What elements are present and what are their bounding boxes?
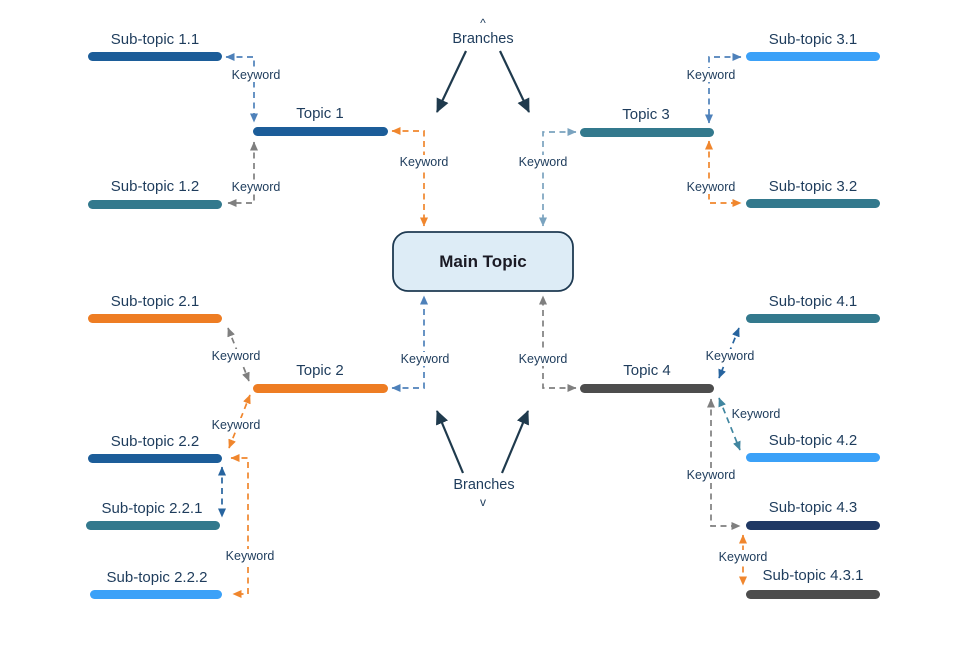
- branches-bottom-arrow-right: [500, 410, 530, 474]
- keyword-label: Keyword: [706, 349, 755, 363]
- subtopic-2-1-bar: [88, 314, 222, 323]
- subtopic-3-2-bar: [746, 199, 880, 208]
- branches-bottom-caret-icon: v: [480, 495, 486, 509]
- branches-top-arrow-right: [499, 50, 530, 113]
- keyword-bg: [684, 468, 738, 482]
- keyword-bg: [684, 180, 738, 194]
- subtopic-2-2-label: Sub-topic 2.2: [111, 433, 199, 450]
- keyword-label: Keyword: [212, 418, 261, 432]
- topic-1-label: Topic 1: [296, 105, 344, 122]
- diagram-labels: Topic 1 Topic 2 Topic 3 Topic 4 Sub-topi…: [102, 16, 864, 586]
- subtopic-4-1-bar: [746, 314, 880, 323]
- connector-topic1-subtopic12: [227, 141, 258, 207]
- topic-3-label: Topic 3: [622, 106, 670, 123]
- branches-top-arrow-left: [436, 50, 467, 113]
- connector-topic1-subtopic11: [225, 53, 258, 123]
- keyword-bg: [209, 418, 263, 432]
- connector-topic4-maintopic: [539, 295, 577, 392]
- keyword-label: Keyword: [232, 68, 281, 82]
- connector-topic2-subtopic21: [227, 327, 250, 382]
- keyword-bg: [223, 549, 277, 563]
- main-topic-node: [392, 231, 574, 292]
- keyword-label: Keyword: [401, 352, 450, 366]
- keyword-label: Keyword: [400, 155, 449, 169]
- keyword-label: Keyword: [732, 407, 781, 421]
- subtopic-4-3-1-bar: [746, 590, 880, 599]
- keyword-bg: [229, 180, 283, 194]
- connector-topic2-subtopic22: [228, 394, 251, 449]
- subtopic-2-2-2-bar: [90, 590, 222, 599]
- keyword-bg: [703, 349, 757, 363]
- subtopic-4-3-label: Sub-topic 4.3: [769, 499, 857, 516]
- keyword-label: Keyword: [519, 155, 568, 169]
- connector-topic3-subtopic31: [705, 53, 742, 124]
- subtopic-4-1-label: Sub-topic 4.1: [769, 293, 857, 310]
- subtopic-2-2-2-label: Sub-topic 2.2.2: [107, 569, 208, 586]
- subtopic-3-1-label: Sub-topic 3.1: [769, 31, 857, 48]
- keyword-bg: [229, 68, 283, 82]
- keyword-bg: [716, 550, 770, 564]
- subtopic-3-1-bar: [746, 52, 880, 61]
- subtopic-2-2-1-bar: [86, 521, 220, 530]
- keyword-bg: [684, 68, 738, 82]
- keyword-bg: [729, 407, 783, 421]
- branches-top-caret-icon: ^: [480, 16, 486, 30]
- topic-3-bar: [580, 128, 714, 137]
- subtopic-4-2-label: Sub-topic 4.2: [769, 432, 857, 449]
- keyword-label: Keyword: [232, 180, 281, 194]
- keyword-label: Keyword: [687, 180, 736, 194]
- keyword-bg: [516, 352, 570, 366]
- topic-2-label: Topic 2: [296, 362, 344, 379]
- keyword-label: Keyword: [226, 549, 275, 563]
- keyword-bg: [398, 352, 452, 366]
- connector-subtopic22-subtopic222: [230, 454, 249, 598]
- subtopic-3-2-label: Sub-topic 3.2: [769, 178, 857, 195]
- keyword-label: Keyword: [519, 352, 568, 366]
- connector-topic4-subtopic43: [707, 398, 741, 530]
- topic-1-bar: [253, 127, 388, 136]
- subtopic-4-3-1-label: Sub-topic 4.3.1: [763, 567, 864, 584]
- subtopic-2-1-label: Sub-topic 2.1: [111, 293, 199, 310]
- keyword-label: Keyword: [687, 68, 736, 82]
- keyword-label: Keyword: [687, 468, 736, 482]
- keyword-bg: [209, 349, 263, 363]
- branches-bottom-label: Branches: [453, 477, 514, 493]
- subtopic-2-2-bar: [88, 454, 222, 463]
- subtopic-4-2-bar: [746, 453, 880, 462]
- keyword-label-group: Keyword Keyword Keyword Keyword Keyword …: [209, 68, 783, 564]
- branches-bottom-arrow-left: [435, 410, 465, 474]
- subtopic-1-1-bar: [88, 52, 222, 61]
- branches-top-label: Branches: [452, 31, 513, 47]
- main-topic-label: Main Topic: [439, 252, 527, 271]
- connector-topic1-maintopic: [391, 127, 428, 227]
- connector-topic3-maintopic: [539, 128, 577, 227]
- subtopic-1-2-bar: [88, 200, 222, 209]
- topic-4-label: Topic 4: [623, 362, 671, 379]
- topic-4-bar: [580, 384, 714, 393]
- connector-topic2-maintopic: [391, 295, 428, 392]
- connector-topic4-subtopic42: [718, 397, 741, 451]
- keyword-label: Keyword: [212, 349, 261, 363]
- keyword-bg: [397, 155, 451, 169]
- subtopic-1-1-label: Sub-topic 1.1: [111, 31, 199, 48]
- keyword-bg: [516, 155, 570, 169]
- subtopic-2-2-1-label: Sub-topic 2.2.1: [102, 500, 203, 517]
- keyword-label: Keyword: [719, 550, 768, 564]
- subtopic-4-3-bar: [746, 521, 880, 530]
- topic-2-bar: [253, 384, 388, 393]
- subtopic-1-2-label: Sub-topic 1.2: [111, 178, 199, 195]
